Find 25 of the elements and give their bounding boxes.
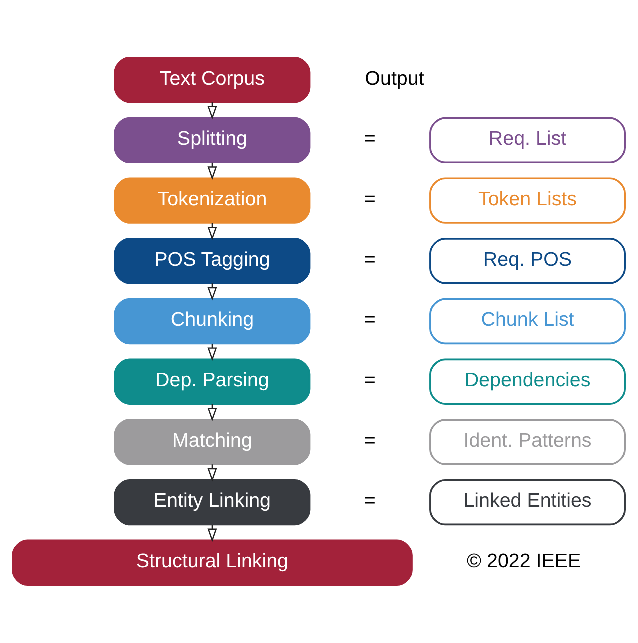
label: = — [364, 370, 376, 392]
node-box: Ident. Patterns — [430, 419, 626, 466]
node-box: Linked Entities — [430, 479, 626, 526]
node-box: Dep. Parsing — [114, 358, 311, 405]
node-box: Structural Linking — [12, 540, 413, 586]
label: = — [364, 490, 376, 512]
node-box: Entity Linking — [114, 479, 311, 526]
label: = — [364, 309, 376, 332]
node-box: Chunk List — [430, 298, 626, 345]
label: = — [364, 430, 376, 452]
node-box: Token Lists — [430, 178, 626, 224]
node-box: POS Tagging — [114, 238, 311, 284]
node-box: Matching — [114, 419, 311, 466]
label: = — [364, 248, 376, 271]
label: © 2022 IEEE — [467, 550, 582, 573]
node-box: Chunking — [114, 298, 311, 345]
node-box: Req. POS — [430, 238, 626, 284]
label: = — [364, 128, 376, 150]
node-box: Dependencies — [430, 358, 626, 405]
node-box: Tokenization — [114, 178, 311, 224]
label: = — [364, 188, 376, 210]
node-box: Req. List — [430, 117, 626, 164]
node-box: Splitting — [114, 117, 311, 164]
label: Output — [365, 68, 424, 90]
node-box: Text Corpus — [114, 57, 311, 104]
